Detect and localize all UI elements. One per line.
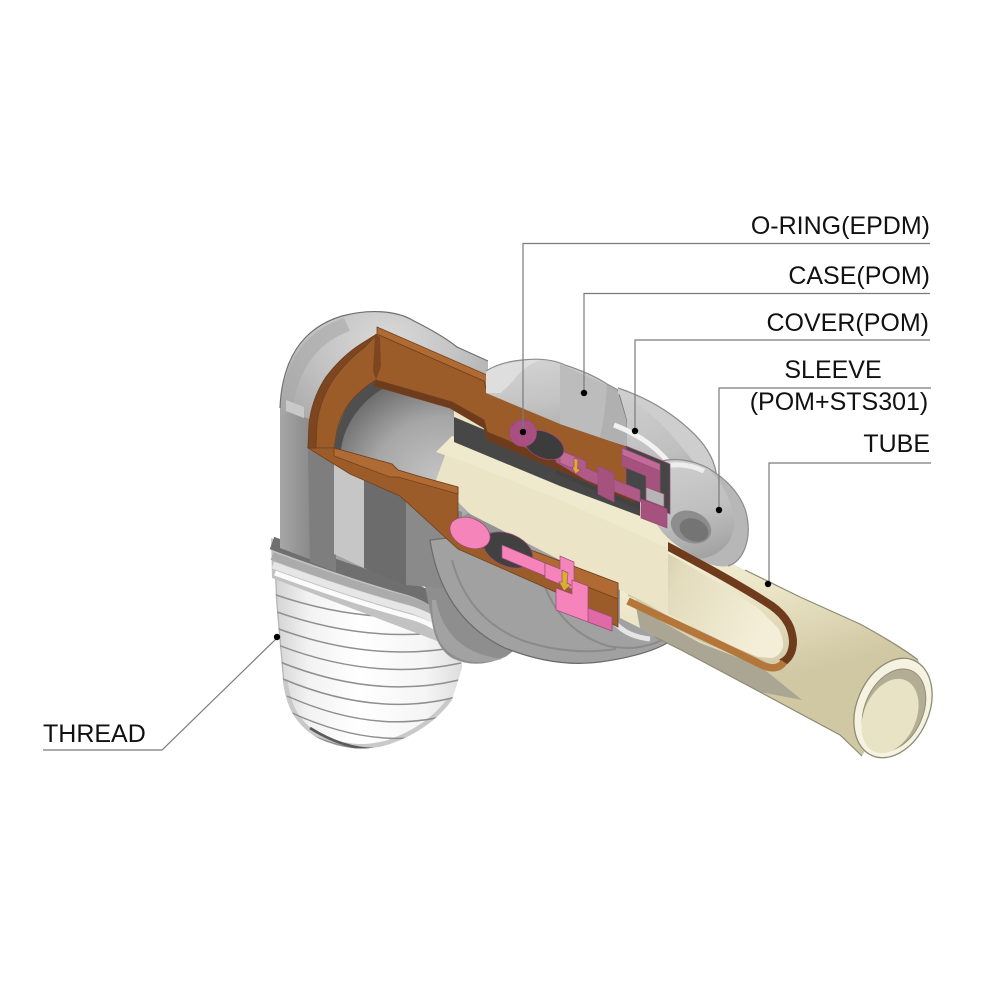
svg-text:CASE(POM): CASE(POM) — [788, 262, 930, 290]
svg-text:(POM+STS301): (POM+STS301) — [750, 388, 929, 416]
svg-text:TUBE: TUBE — [863, 430, 930, 458]
svg-text:COVER(POM): COVER(POM) — [767, 309, 930, 337]
svg-text:THREAD: THREAD — [43, 720, 146, 748]
svg-text:O-RING(EPDM): O-RING(EPDM) — [751, 212, 930, 240]
svg-text:SLEEVE: SLEEVE — [784, 356, 881, 384]
